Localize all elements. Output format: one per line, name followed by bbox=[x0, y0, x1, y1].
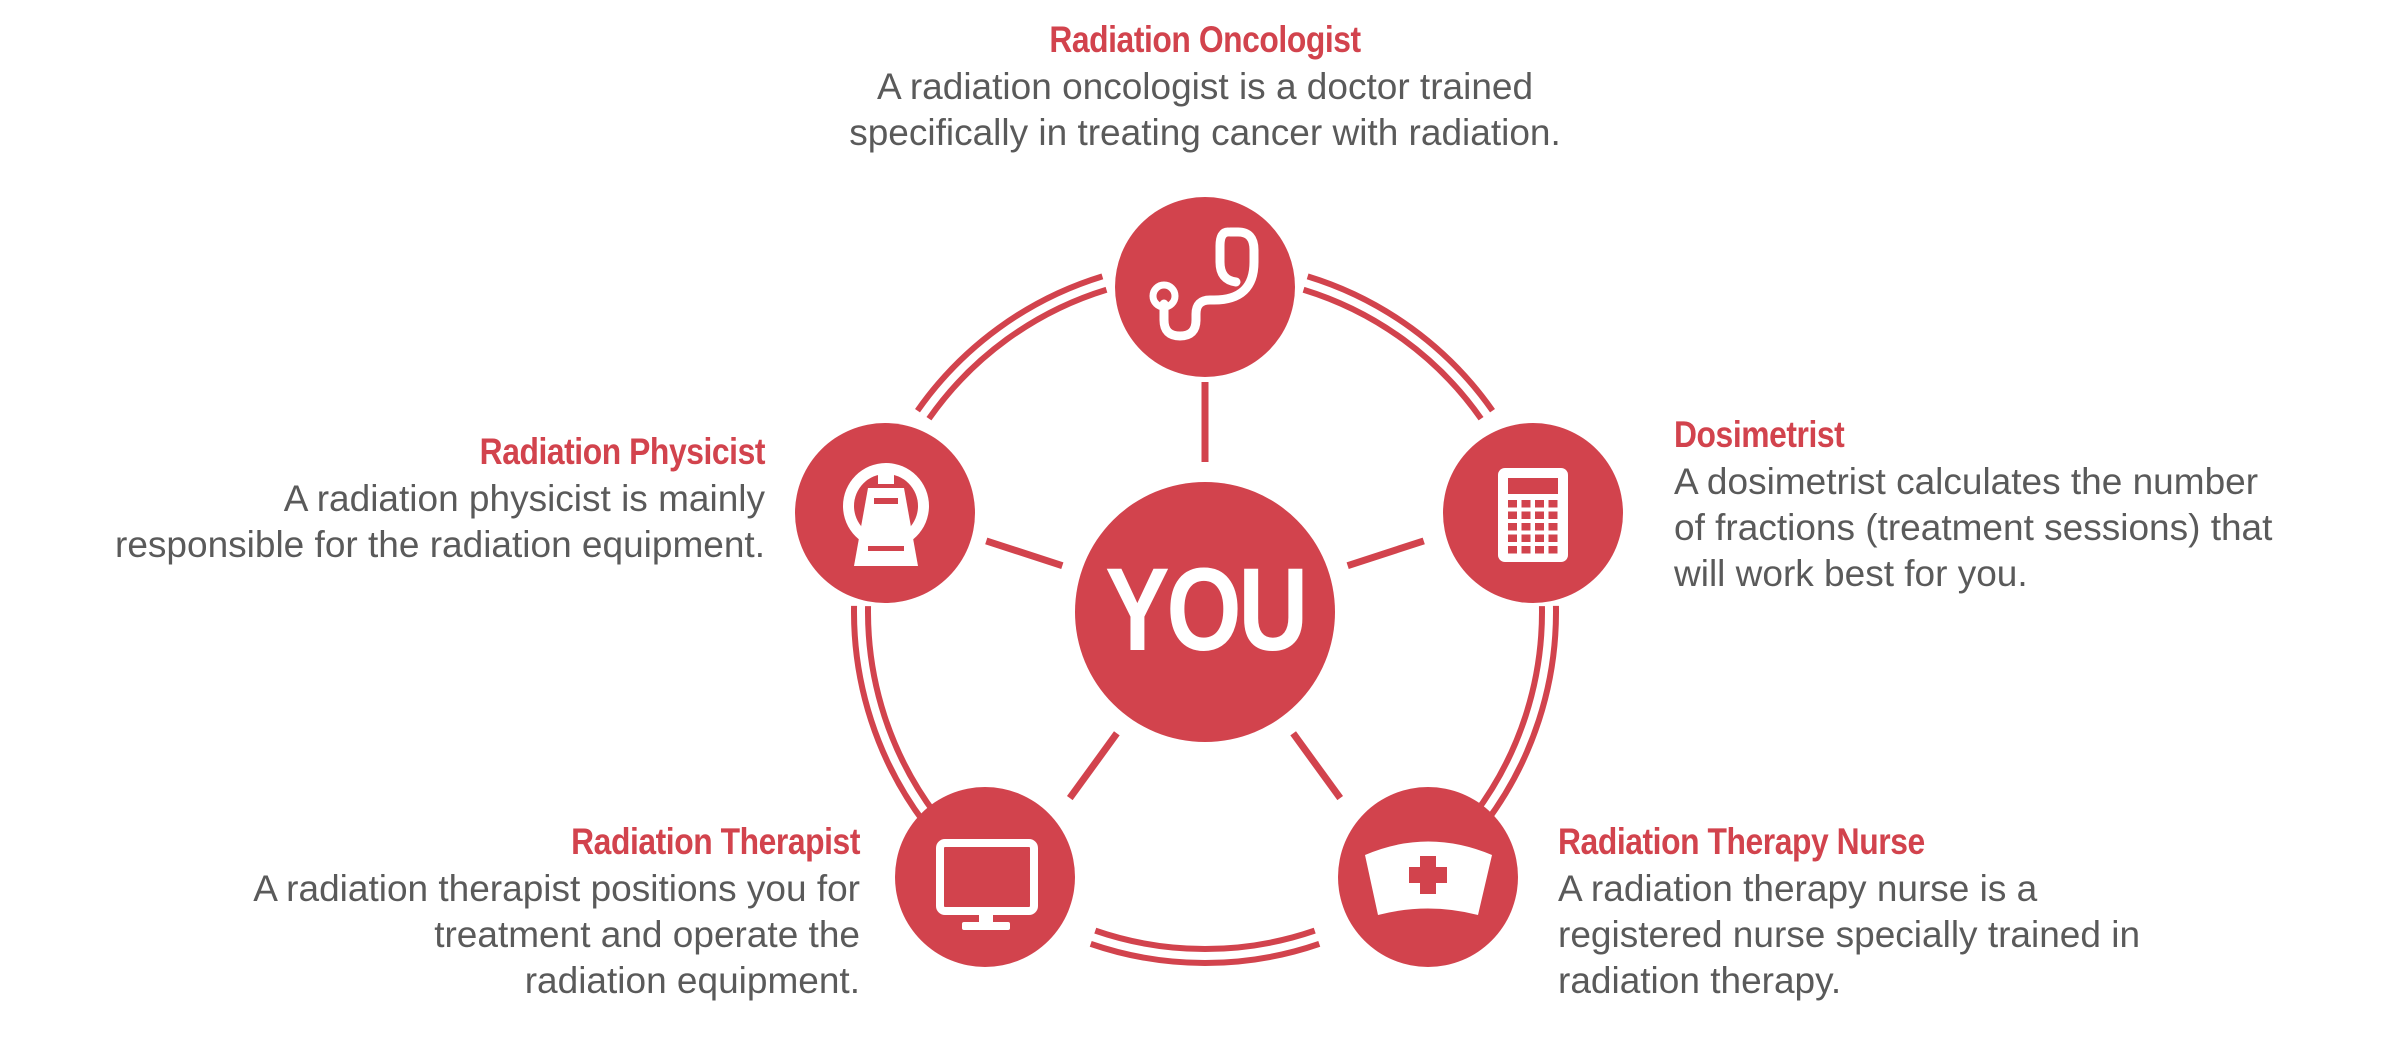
node-physicist bbox=[795, 423, 975, 603]
calculator-key bbox=[1521, 534, 1531, 542]
role-therapist: Radiation Therapist A radiation therapis… bbox=[60, 820, 860, 1004]
calculator-key bbox=[1535, 500, 1544, 508]
role-desc-line: specifically in treating cancer with rad… bbox=[849, 112, 1561, 153]
role-title: Radiation Oncologist bbox=[1049, 19, 1361, 60]
role-desc-line: A radiation therapist positions you for bbox=[253, 868, 860, 909]
role-title: Radiation Therapy Nurse bbox=[1558, 821, 1925, 862]
ring-arc bbox=[1471, 606, 1545, 817]
role-desc-line: registered nurse specially trained in bbox=[1558, 914, 2141, 955]
monitor-icon bbox=[936, 839, 1038, 930]
ring-arc bbox=[1089, 941, 1321, 966]
calculator-key bbox=[1548, 523, 1558, 531]
node-nurse bbox=[1338, 787, 1518, 967]
calculator-key bbox=[1508, 523, 1517, 531]
calculator-key bbox=[1521, 500, 1531, 508]
node-oncologist bbox=[1115, 197, 1295, 377]
role-title: Radiation Physicist bbox=[479, 431, 766, 472]
spoke-line bbox=[985, 537, 1064, 569]
calculator-key bbox=[1535, 523, 1544, 531]
role-oncologist: Radiation Oncologist A radiation oncolog… bbox=[780, 18, 1630, 156]
calculator-icon bbox=[1498, 468, 1568, 562]
role-nurse: Radiation Therapy Nurse A radiation ther… bbox=[1558, 820, 2358, 1004]
calculator-key bbox=[1548, 511, 1558, 519]
role-desc-line: A radiation physicist is mainly bbox=[283, 478, 765, 519]
stethoscope-icon bbox=[1149, 227, 1259, 341]
role-desc-line: radiation therapy. bbox=[1558, 960, 1842, 1001]
ring-arc bbox=[926, 286, 1108, 421]
calculator-key bbox=[1508, 546, 1517, 554]
role-dosimetrist: Dosimetrist A dosimetrist calculates the… bbox=[1674, 413, 2374, 597]
calculator-key bbox=[1521, 523, 1531, 531]
scanner-icon bbox=[843, 463, 929, 566]
calculator-key bbox=[1548, 534, 1558, 542]
calculator-key bbox=[1548, 546, 1558, 554]
ring-arc bbox=[1094, 927, 1316, 952]
role-desc-line: treatment and operate the bbox=[434, 914, 860, 955]
calculator-key bbox=[1535, 511, 1544, 519]
calculator-key bbox=[1508, 500, 1517, 508]
ring-arc bbox=[1302, 286, 1484, 421]
role-desc-line: will work best for you. bbox=[1674, 553, 2028, 594]
role-physicist: Radiation Physicist A radiation physicis… bbox=[30, 430, 765, 568]
center-label: YOU bbox=[1105, 544, 1308, 676]
ring-arc bbox=[865, 606, 939, 817]
role-title: Radiation Therapist bbox=[571, 821, 860, 862]
node-dosimetrist bbox=[1443, 423, 1623, 603]
role-desc-line: radiation equipment. bbox=[524, 960, 860, 1001]
ring-arc bbox=[915, 273, 1104, 413]
calculator-key bbox=[1521, 546, 1531, 554]
calculator-key bbox=[1535, 546, 1544, 554]
calculator-key bbox=[1508, 511, 1517, 519]
ring-arc bbox=[851, 605, 928, 826]
nurse-cap-icon bbox=[1365, 841, 1492, 915]
outer-ring bbox=[851, 273, 1559, 966]
spokes bbox=[985, 382, 1425, 801]
ring-arc bbox=[1482, 605, 1559, 826]
role-title: Dosimetrist bbox=[1674, 414, 1845, 455]
calculator-key bbox=[1521, 511, 1531, 519]
spoke-line bbox=[1066, 731, 1120, 801]
role-desc-line: of fractions (treatment sessions) that bbox=[1674, 507, 2273, 548]
role-desc-line: responsible for the radiation equipment. bbox=[115, 524, 765, 565]
spoke-line bbox=[1290, 731, 1344, 801]
ring-arc bbox=[1306, 273, 1495, 413]
calculator-key bbox=[1508, 534, 1517, 542]
calculator-key bbox=[1548, 500, 1558, 508]
calculator-key bbox=[1535, 534, 1544, 542]
node-therapist bbox=[895, 787, 1075, 967]
role-desc-line: A dosimetrist calculates the number bbox=[1674, 461, 2259, 502]
role-desc-line: A radiation therapy nurse is a bbox=[1558, 868, 2038, 909]
role-desc-line: A radiation oncologist is a doctor train… bbox=[876, 66, 1534, 107]
spoke-line bbox=[1346, 537, 1425, 569]
center-circle bbox=[1075, 482, 1335, 742]
